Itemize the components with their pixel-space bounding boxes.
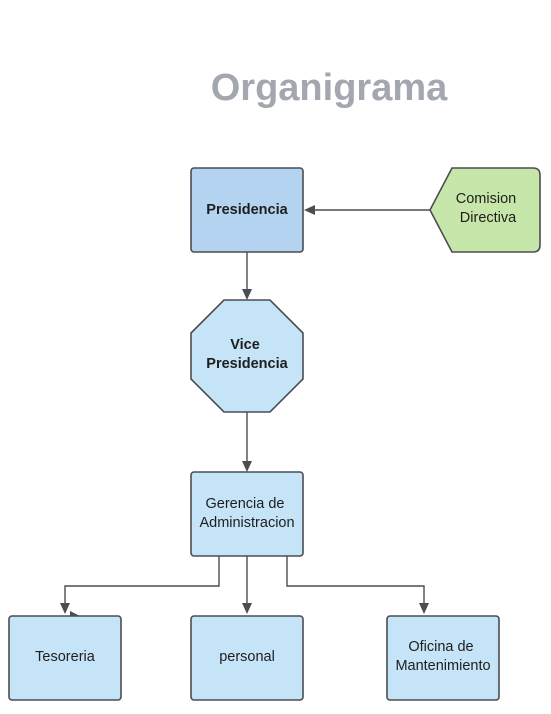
node-comision-label: Comision Directiva xyxy=(456,191,520,226)
node-personal-shape xyxy=(190,615,304,701)
node-oficina-label: Oficina de Mantenimiento xyxy=(395,639,490,674)
node-personal-line-1: personal xyxy=(219,649,275,665)
edge-gerencia-to-tesoreria xyxy=(64,556,220,604)
edge-gerencia-to-oficina xyxy=(286,556,425,604)
node-oficina-line-1: Oficina de xyxy=(408,639,473,655)
node-personal[interactable]: personal xyxy=(190,615,304,701)
node-comision-directiva[interactable]: Comision Directiva xyxy=(429,167,541,253)
node-tesoreria-line-1: Tesoreria xyxy=(35,649,96,665)
node-presidencia-shape xyxy=(190,167,304,253)
node-presidencia-label: Presidencia xyxy=(206,202,288,218)
node-vice-line-1: Vice xyxy=(230,337,260,353)
node-presidencia-line-1: Presidencia xyxy=(206,202,288,218)
node-gerencia-label: Gerencia de Administracion xyxy=(199,496,294,531)
node-comision-line-1: Comision xyxy=(456,191,516,207)
arrowhead-tesoreria-top xyxy=(60,603,70,614)
node-gerencia-line-1: Gerencia de xyxy=(205,496,284,512)
diagram-title: Organigrama xyxy=(211,67,448,109)
arrowhead-gerencia-top xyxy=(242,461,252,472)
node-personal-label: personal xyxy=(219,649,275,665)
node-oficina-line-2: Mantenimiento xyxy=(395,658,490,674)
nodes: Presidencia Comision Directiva Vice Pres… xyxy=(8,167,541,701)
connectors xyxy=(60,205,430,621)
node-gerencia-shape xyxy=(190,471,304,557)
node-tesoreria[interactable]: Tesoreria xyxy=(8,615,122,701)
node-tesoreria-shape xyxy=(8,615,122,701)
node-gerencia-line-2: Administracion xyxy=(199,515,294,531)
node-comision-shape xyxy=(429,167,541,253)
node-presidencia[interactable]: Presidencia xyxy=(190,167,304,253)
arrowhead-vice-top xyxy=(242,289,252,300)
node-gerencia-administracion[interactable]: Gerencia de Administracion xyxy=(190,471,304,557)
node-vice-shape xyxy=(190,299,304,413)
arrowhead-oficina-top xyxy=(419,603,429,614)
node-vice-label: Vice Presidencia xyxy=(206,337,288,372)
node-oficina-mantenimiento[interactable]: Oficina de Mantenimiento xyxy=(386,615,500,701)
node-oficina-shape xyxy=(386,615,500,701)
arrowhead-presidencia-right xyxy=(304,205,315,215)
arrowhead-personal-top xyxy=(242,603,252,614)
node-vice-presidencia[interactable]: Vice Presidencia xyxy=(190,299,304,413)
node-tesoreria-label: Tesoreria xyxy=(35,649,96,665)
node-comision-line-2: Directiva xyxy=(460,210,517,226)
node-vice-line-2: Presidencia xyxy=(206,356,288,372)
